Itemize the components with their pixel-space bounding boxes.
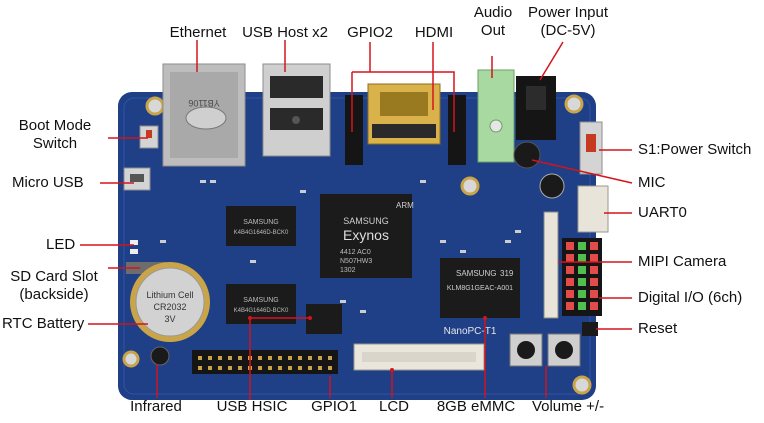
ethernet-jack: YB1106 — [162, 63, 246, 167]
label-volume: Volume +/- — [531, 398, 605, 415]
hdmi-connector — [367, 83, 441, 145]
label-lcd: LCD — [378, 398, 409, 415]
label-boot-mode-line1: Boot Mode — [18, 117, 92, 134]
label-usb-hsic: USB HSIC — [216, 398, 288, 415]
mount-hole — [572, 375, 592, 395]
audio-jack — [477, 69, 515, 163]
battery-text: Lithium Cell — [146, 290, 193, 300]
label-sd-card-line2: (backside) — [19, 286, 89, 303]
label-s1-power-switch: S1:Power Switch — [638, 141, 752, 158]
mipi-camera-connector — [543, 211, 559, 319]
ram-part-2: K4B4G1646D-BCK0 — [234, 308, 289, 314]
label-power-input-line2: (DC-5V) — [540, 22, 596, 39]
leds — [130, 240, 138, 254]
emmc-part: KLM8G1GEAC-A001 — [447, 285, 513, 292]
label-hdmi: HDMI — [414, 24, 454, 41]
soc-part-3: 1302 — [340, 267, 356, 274]
ram-part: K4B4G1646D-BCK0 — [234, 230, 289, 236]
label-uart0: UART0 — [638, 204, 687, 221]
label-power-input-line1: Power Input — [527, 4, 609, 21]
uart0-connector — [577, 185, 609, 233]
svg-text:YB1106: YB1106 — [188, 98, 219, 108]
label-gpio1: GPIO1 — [311, 398, 357, 415]
label-audio-out-line1: Audio — [473, 4, 513, 21]
ram-brand: SAMSUNG — [243, 219, 278, 226]
label-power-input: Power Input (DC-5V) — [518, 4, 618, 40]
battery-model: CR2032 — [153, 302, 186, 312]
label-boot-mode-line2: Switch — [32, 135, 78, 152]
label-emmc: 8GB eMMC — [436, 398, 516, 415]
emmc-chip: SAMSUNG 319 KLM8G1GEAC-A001 — [440, 258, 520, 318]
soc-name: Exynos — [343, 227, 389, 243]
emmc-brand: SAMSUNG — [456, 269, 496, 278]
microphone — [513, 141, 541, 169]
label-boot-mode: Boot Mode Switch — [2, 117, 108, 153]
soc-part-1: 4412 AC0 — [340, 249, 371, 256]
label-usb-host: USB Host x2 — [242, 24, 328, 41]
reset-button — [582, 322, 598, 336]
label-digital-io: Digital I/O (6ch) — [638, 289, 743, 306]
label-reset: Reset — [638, 320, 678, 337]
label-micro-usb: Micro USB — [12, 174, 84, 191]
label-audio-out: Audio Out — [465, 4, 521, 40]
gpio1-header — [192, 350, 338, 374]
exynos-soc: ARM SAMSUNG Exynos 4412 AC0 N507HW3 1302 — [320, 194, 414, 278]
mount-hole — [122, 350, 140, 368]
mount-hole — [460, 176, 480, 196]
mount-hole — [145, 96, 165, 116]
gpio2-header — [345, 95, 466, 165]
digital-io-header — [562, 238, 602, 316]
emmc-code: 319 — [500, 269, 514, 278]
soc-brand: SAMSUNG — [343, 216, 389, 226]
label-ethernet: Ethernet — [169, 24, 227, 41]
board-name: NanoPC-T1 — [444, 326, 497, 337]
label-infrared: Infrared — [130, 398, 182, 415]
label-audio-out-line2: Out — [480, 22, 506, 39]
power-jack — [516, 76, 556, 140]
usb-host-port — [262, 63, 331, 157]
leader-lines — [80, 40, 633, 400]
soc-part-2: N507HW3 — [340, 258, 372, 265]
leader-dots — [248, 316, 487, 372]
ram-chip: SAMSUNG K4B4G1646D-BCK0 — [226, 206, 296, 246]
usb-hsic-chip — [306, 304, 342, 334]
mount-hole — [564, 94, 584, 114]
label-sd-card-line1: SD Card Slot — [10, 268, 98, 285]
infrared-receiver — [150, 346, 170, 366]
label-sd-card: SD Card Slot (backside) — [0, 268, 108, 304]
label-rtc-battery: RTC Battery — [2, 315, 85, 332]
label-led: LED — [46, 236, 76, 253]
label-gpio2: GPIO2 — [347, 24, 393, 41]
ram-brand-2: SAMSUNG — [243, 297, 278, 304]
battery-volt: 3V — [164, 314, 175, 324]
volume-buttons — [509, 333, 581, 367]
label-mic: MIC — [638, 174, 666, 191]
rtc-battery: Lithium Cell CR2032 3V — [130, 262, 210, 342]
soc-arm: ARM — [396, 201, 414, 210]
label-mipi-camera: MIPI Camera — [638, 253, 727, 270]
